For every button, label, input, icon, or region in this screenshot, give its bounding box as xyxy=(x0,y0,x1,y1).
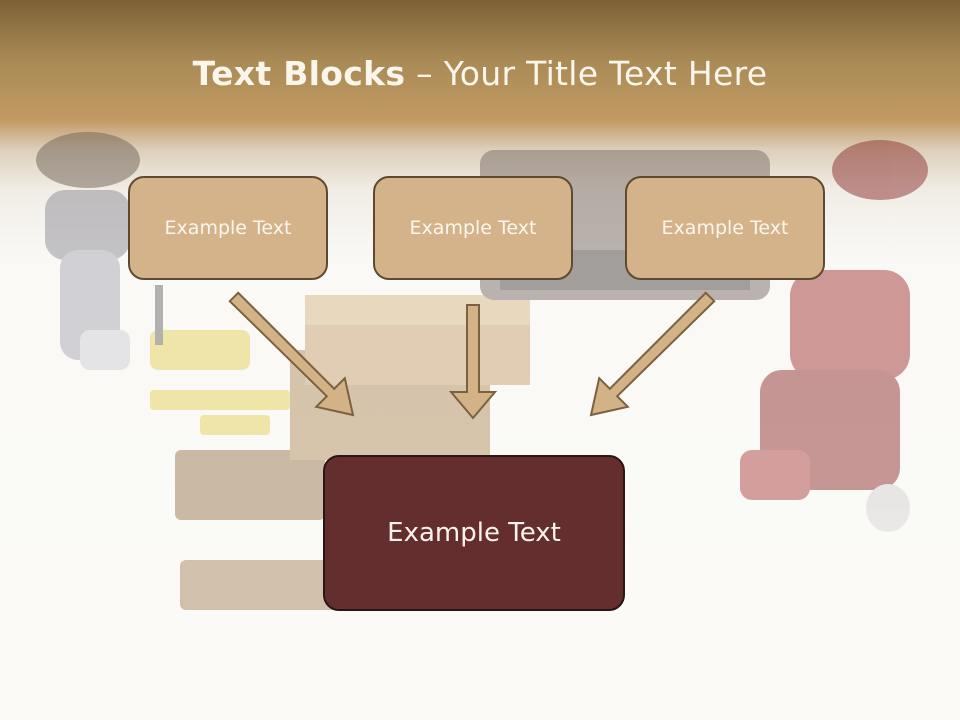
pallet-jack-shape xyxy=(150,285,290,435)
arrow-left-icon xyxy=(228,291,355,417)
text-block-top-center[interactable]: Example Text xyxy=(373,176,573,280)
title-rest-part: Your Title Text Here xyxy=(443,54,768,93)
cardboard-boxes-shape xyxy=(290,295,530,460)
arrow-center-icon xyxy=(448,304,498,420)
text-block-bottom-label: Example Text xyxy=(387,518,561,548)
text-block-bottom[interactable]: Example Text xyxy=(323,455,625,611)
slide-title: Text Blocks – Your Title Text Here xyxy=(0,54,960,93)
text-block-top-left-label: Example Text xyxy=(164,217,292,239)
right-robot-shape xyxy=(740,140,928,532)
arrow-right-icon xyxy=(589,291,716,417)
text-block-top-right-label: Example Text xyxy=(661,217,789,239)
title-separator: – xyxy=(405,54,444,93)
text-block-top-right[interactable]: Example Text xyxy=(625,176,825,280)
text-block-top-center-label: Example Text xyxy=(409,217,537,239)
text-block-top-left[interactable]: Example Text xyxy=(128,176,328,280)
title-bold-part: Text Blocks xyxy=(192,54,406,93)
left-robot-shape xyxy=(36,132,140,370)
